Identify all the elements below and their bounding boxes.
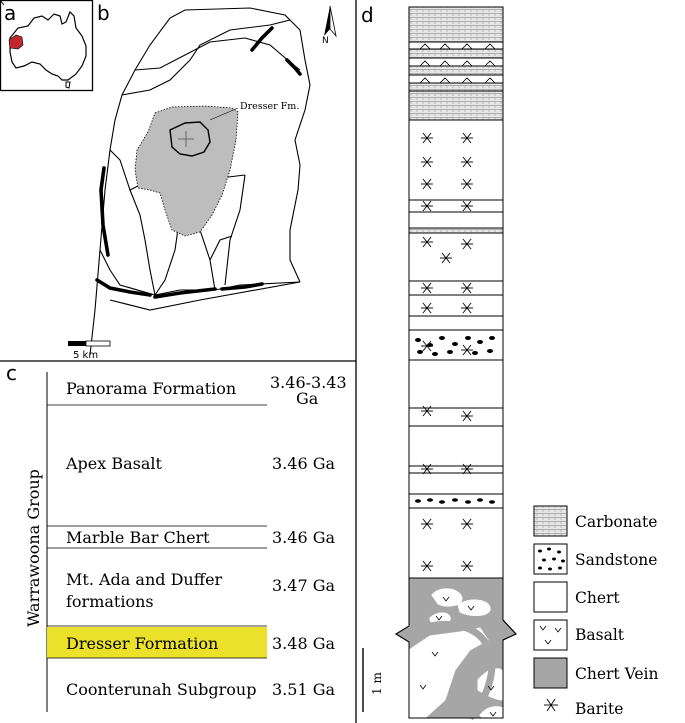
legend-label-barite: Barite xyxy=(575,700,623,718)
map-scale-label: 5 km xyxy=(73,350,98,361)
australia-map xyxy=(8,10,87,89)
legend: Carbonate Sandstone Chert Basalt Chert V… xyxy=(533,505,658,718)
legend-label-sandstone: Sandstone xyxy=(575,551,657,569)
column-barite-marks xyxy=(0,0,474,572)
panel-letter-b: b xyxy=(97,1,110,25)
unit-age-coonterunah: 3.51 Ga xyxy=(272,680,335,699)
legend-label-chert: Chert xyxy=(575,589,620,607)
unit-name-coonterunah: Coonterunah Subgroup xyxy=(66,680,256,699)
dresser-highlight-band xyxy=(47,627,267,658)
column-sandstone-dots xyxy=(415,336,495,504)
unit-age-mt-ada: 3.47 Ga xyxy=(272,576,335,595)
legend-label-basalt: Basalt xyxy=(575,626,625,644)
map-scale-bar: 5 km xyxy=(68,340,111,361)
north-label: N xyxy=(322,36,329,46)
barite-icon xyxy=(544,698,558,712)
unit-name-mt-ada-2: formations xyxy=(66,592,154,611)
panel-letter-a: a xyxy=(4,1,16,25)
dresser-formation-area xyxy=(134,105,239,237)
unit-name-panorama: Panorama Formation xyxy=(66,379,236,398)
unit-name-dresser: Dresser Formation xyxy=(66,634,218,653)
panel-letter-d: d xyxy=(361,3,374,27)
unit-name-mt-ada-1: Mt. Ada and Duffer xyxy=(66,570,223,589)
unit-age-apex: 3.46 Ga xyxy=(272,454,335,473)
panel-letter-c: c xyxy=(6,361,17,385)
legend-label-carbonate: Carbonate xyxy=(575,513,657,531)
strat-table: Panorama Formation 3.46-3.43 Ga Apex Bas… xyxy=(24,372,347,712)
label-leader xyxy=(209,107,239,121)
unit-age-panorama-1: 3.46-3.43 xyxy=(270,373,347,392)
unit-age-marble-bar: 3.46 Ga xyxy=(272,528,335,547)
legend-label-chert-vein: Chert Vein xyxy=(575,665,658,683)
column-vein-outline xyxy=(395,577,517,719)
north-arrow-icon: N xyxy=(322,5,337,46)
panel-borders xyxy=(0,0,357,723)
group-label: Warrawoona Group xyxy=(24,469,43,627)
dome-core-outline xyxy=(169,121,211,157)
strat-column xyxy=(408,6,504,579)
column-scale-label: 1 m xyxy=(370,672,384,695)
unit-name-marble-bar: Marble Bar Chert xyxy=(66,528,210,547)
unit-age-dresser: 3.48 Ga xyxy=(272,634,335,653)
pilbara-highlight xyxy=(8,34,24,50)
dresser-map-label: Dresser Fm. xyxy=(240,101,299,112)
column-basalt-marks xyxy=(419,596,497,717)
map-thick-contacts xyxy=(95,26,302,299)
unit-age-panorama-2: Ga xyxy=(296,389,319,408)
column-chevrons xyxy=(419,43,496,84)
vein-band xyxy=(429,621,496,721)
unit-name-apex: Apex Basalt xyxy=(65,454,163,473)
map-cross-icon xyxy=(178,131,194,147)
